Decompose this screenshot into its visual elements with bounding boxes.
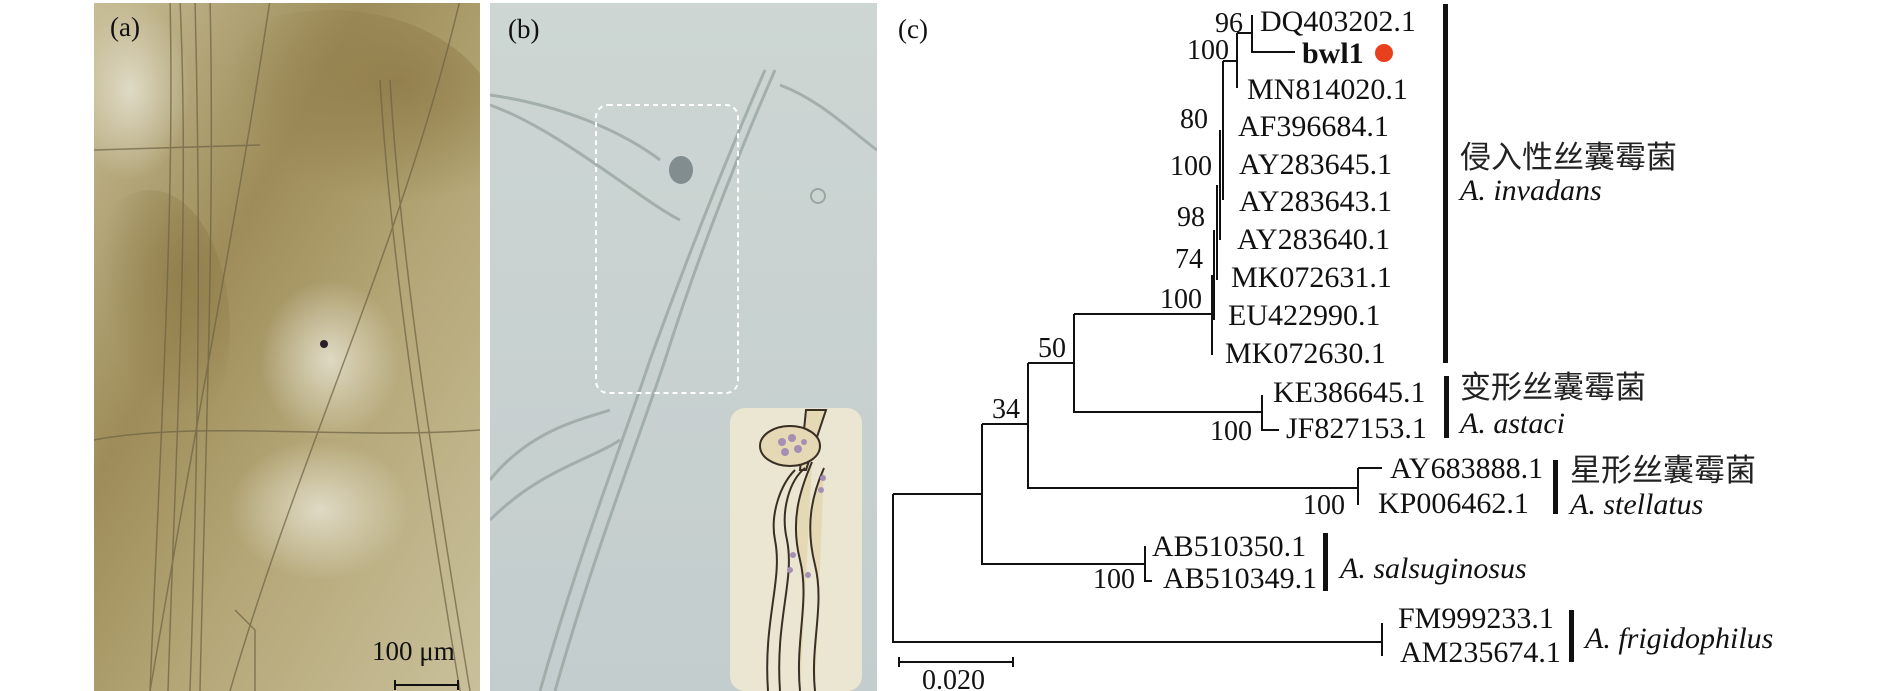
- panel-b-micrograph: [490, 3, 877, 691]
- leaf-am235674: AM235674.1: [1400, 636, 1561, 669]
- leaf-jf827153: JF827153.1: [1286, 412, 1427, 445]
- panel-a-label: (a): [110, 12, 140, 42]
- clade-salsuginosus: A. salsuginosus: [1338, 552, 1527, 585]
- leaf-fm999233: FM999233.1: [1398, 602, 1554, 635]
- scale-bar-label-a: 100 μm: [372, 636, 455, 666]
- bootstrap-value: 98: [1177, 202, 1205, 233]
- leaf-mk072631: MK072631.1: [1231, 261, 1392, 294]
- panel-c-label: (c): [898, 14, 928, 44]
- bootstrap-value: 100: [1160, 284, 1202, 315]
- highlight-box: [595, 104, 739, 394]
- tree-scale-bar: [898, 657, 1014, 667]
- leaf-ay283645: AY283645.1: [1239, 148, 1392, 181]
- leaf-kp006462: KP006462.1: [1378, 487, 1529, 520]
- clade-bar-astaci: [1444, 376, 1449, 438]
- bootstrap-value: 34: [992, 394, 1020, 425]
- bootstrap-value: 74: [1175, 244, 1203, 275]
- clade-frigidophilus: A. frigidophilus: [1583, 622, 1773, 655]
- leaf-af396684: AF396684.1: [1238, 110, 1389, 143]
- leaf-eu422990: EU422990.1: [1228, 299, 1381, 332]
- leaf-ab510349: AB510349.1: [1163, 562, 1317, 595]
- clade-bar-frigidophilus: [1569, 610, 1574, 662]
- inset-illustration: [730, 408, 862, 691]
- clade-astaci: A. astaci: [1458, 407, 1565, 440]
- clade-bars: [1323, 4, 1574, 662]
- bootstrap-value: 50: [1038, 333, 1066, 364]
- leaf-ab510350: AB510350.1: [1152, 530, 1306, 563]
- clade-invadans-chinese: 侵入性丝囊霉菌: [1460, 140, 1677, 176]
- scale-bar-a: [394, 680, 459, 690]
- leaf-mk072630: MK072630.1: [1225, 337, 1386, 370]
- leaf-mn814020: MN814020.1: [1247, 73, 1408, 106]
- bootstrap-value: 100: [1187, 35, 1229, 66]
- bootstrap-value: 96: [1215, 8, 1243, 39]
- bootstrap-value: 100: [1093, 564, 1135, 595]
- leaf-ke386645: KE386645.1: [1273, 376, 1426, 409]
- bootstrap-value: 100: [1303, 490, 1345, 521]
- clade-stellatus: A. stellatus: [1568, 488, 1703, 521]
- leaf-dq403202: DQ403202.1: [1260, 5, 1416, 38]
- tree-branches: [892, 15, 1383, 656]
- tree-scale-label: 0.020: [922, 665, 985, 691]
- leaf-ay683888: AY683888.1: [1390, 452, 1543, 485]
- clade-bar-salsuginosus: [1323, 533, 1328, 591]
- panel-a-micrograph: [94, 3, 480, 691]
- leaf-ay283643: AY283643.1: [1239, 185, 1392, 218]
- bootstrap-values: 96 100 80 100 98 74 100 50 34 100 100 10…: [992, 8, 1345, 595]
- highlight-dot-icon: [1375, 44, 1393, 62]
- clade-bar-stellatus: [1553, 460, 1558, 514]
- clade-bar-invadans: [1443, 4, 1448, 363]
- bootstrap-value: 80: [1180, 104, 1208, 135]
- panel-b-label: (b): [508, 14, 539, 44]
- bootstrap-value: 100: [1170, 151, 1212, 182]
- leaf-labels: DQ403202.1 bwl1 MN814020.1 AF396684.1 AY…: [1152, 5, 1561, 669]
- leaf-bwl1: bwl1: [1302, 37, 1364, 70]
- clade-labels: 侵入性丝囊霉菌 A. invadans 变形丝囊霉菌 A. astaci 星形丝…: [1338, 140, 1773, 655]
- clade-stellatus-chinese: 星形丝囊霉菌: [1570, 453, 1756, 489]
- leaf-ay283640: AY283640.1: [1237, 223, 1390, 256]
- clade-invadans: A. invadans: [1458, 174, 1602, 207]
- bootstrap-value: 100: [1210, 416, 1252, 447]
- clade-astaci-chinese: 变形丝囊霉菌: [1460, 370, 1646, 406]
